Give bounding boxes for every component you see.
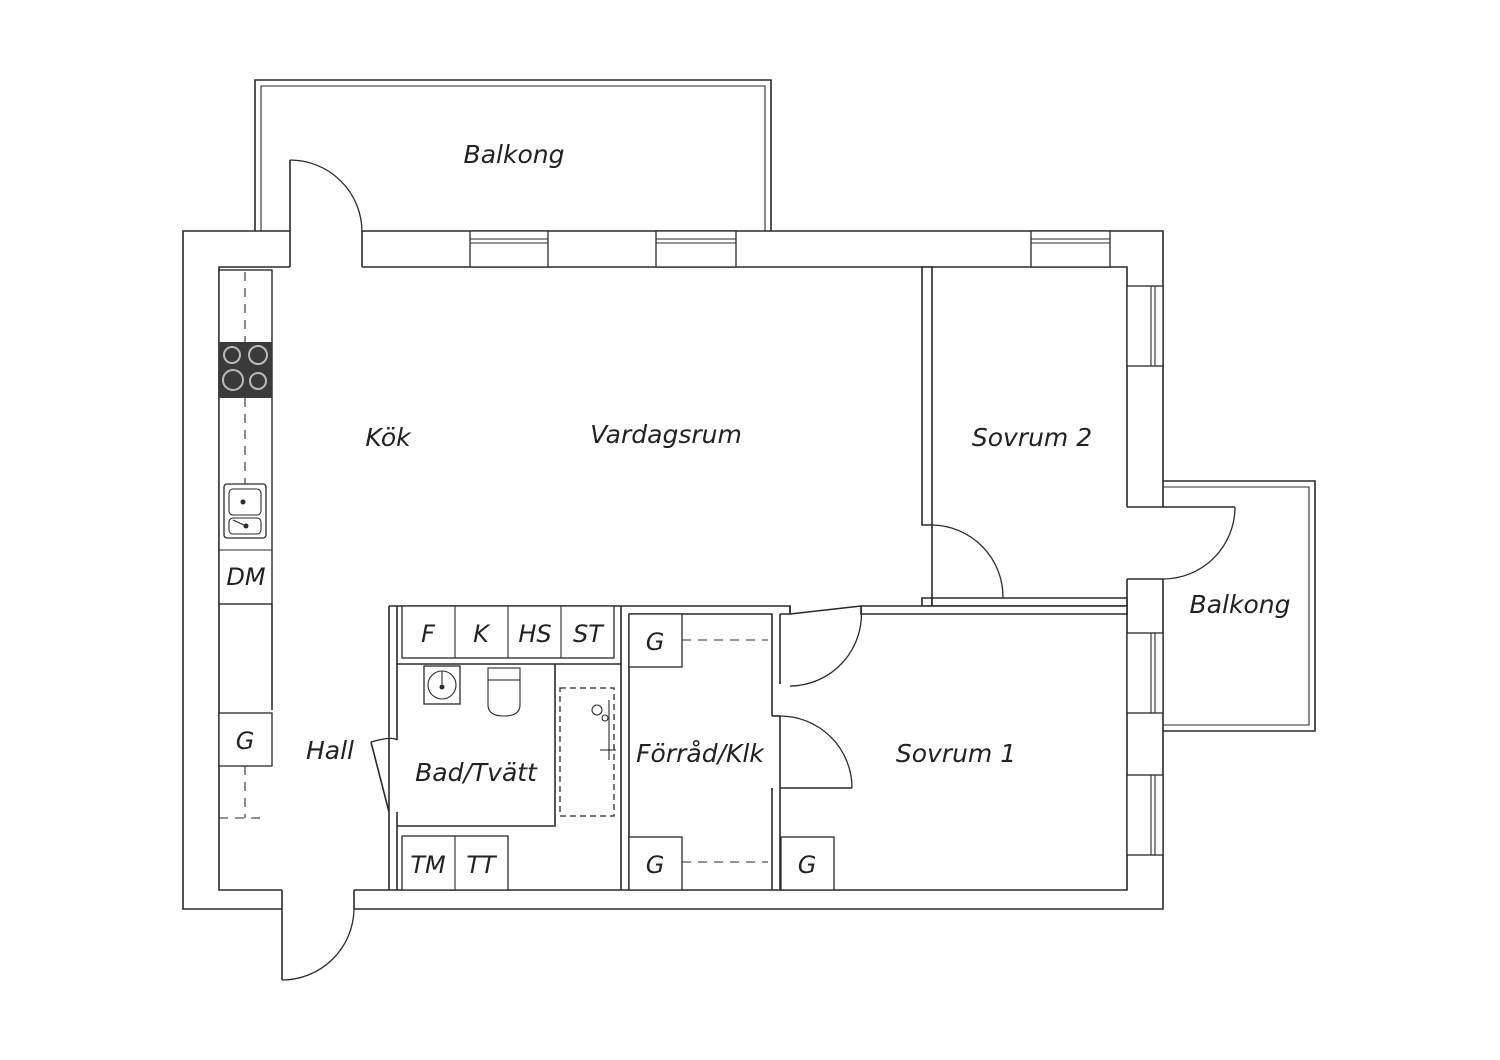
door-entrance[interactable] (281, 908, 355, 981)
shower-icon (559, 687, 616, 817)
room-bad-tvatt: Bad/Tvätt (415, 758, 538, 787)
doors (281, 159, 1236, 981)
room-labels: Balkong Kök Vardagsrum Sovrum 2 Balkong … (306, 140, 1290, 787)
window-right-2 (1126, 632, 1164, 714)
bathroom-fixtures: TM TT (401, 665, 616, 891)
window-right-1 (1126, 285, 1164, 367)
outer-wall (182, 230, 1164, 910)
washbasin-icon (423, 665, 461, 705)
tm-label: TM (410, 851, 446, 879)
balcony-top (254, 79, 772, 232)
dm-label: DM (226, 563, 265, 591)
st-label: ST (573, 620, 605, 648)
kitchen-cabinet-label: K (473, 620, 491, 648)
hob-icon (219, 342, 272, 398)
wardrobe-forrad-top-label: G (646, 628, 665, 656)
window-top-1 (469, 230, 549, 268)
toilet-icon (487, 667, 521, 717)
door-forrad[interactable] (772, 715, 853, 789)
wardrobe-forrad-bottom-label: G (646, 851, 665, 879)
sink-icon (223, 483, 267, 539)
door-balcony-top[interactable] (289, 159, 363, 233)
fridge-label: F (421, 620, 436, 648)
hs-label: HS (518, 620, 551, 648)
appliance-row: F K HS ST (401, 605, 615, 659)
window-top-3 (1030, 230, 1111, 268)
room-sovrum2: Sovrum 2 (972, 423, 1092, 452)
room-hall: Hall (306, 736, 354, 765)
wardrobe-hall-label: G (236, 727, 255, 755)
door-sovrum2[interactable] (931, 524, 1004, 599)
windows (469, 230, 1164, 856)
room-sovrum1: Sovrum 1 (896, 739, 1016, 768)
door-balcony-right[interactable] (1162, 506, 1236, 580)
wardrobe-sovrum1-label: G (798, 851, 817, 879)
interior-walls (271, 266, 1128, 890)
window-top-2 (655, 230, 737, 268)
room-forrad-klk: Förråd/Klk (636, 739, 765, 768)
door-sovrum1[interactable] (789, 605, 863, 687)
room-balkong-top: Balkong (464, 140, 565, 169)
wardrobes: G G G G (218, 613, 835, 891)
wall-openings (281, 230, 1165, 911)
balcony-right (1163, 480, 1316, 732)
window-right-3 (1126, 774, 1164, 856)
kitchen-counter: DM (218, 269, 273, 605)
room-kok: Kök (365, 423, 412, 452)
room-vardagsrum: Vardagsrum (590, 420, 742, 449)
room-balkong-right: Balkong (1190, 590, 1291, 619)
door-bathroom[interactable] (370, 737, 398, 813)
tt-label: TT (466, 851, 498, 879)
